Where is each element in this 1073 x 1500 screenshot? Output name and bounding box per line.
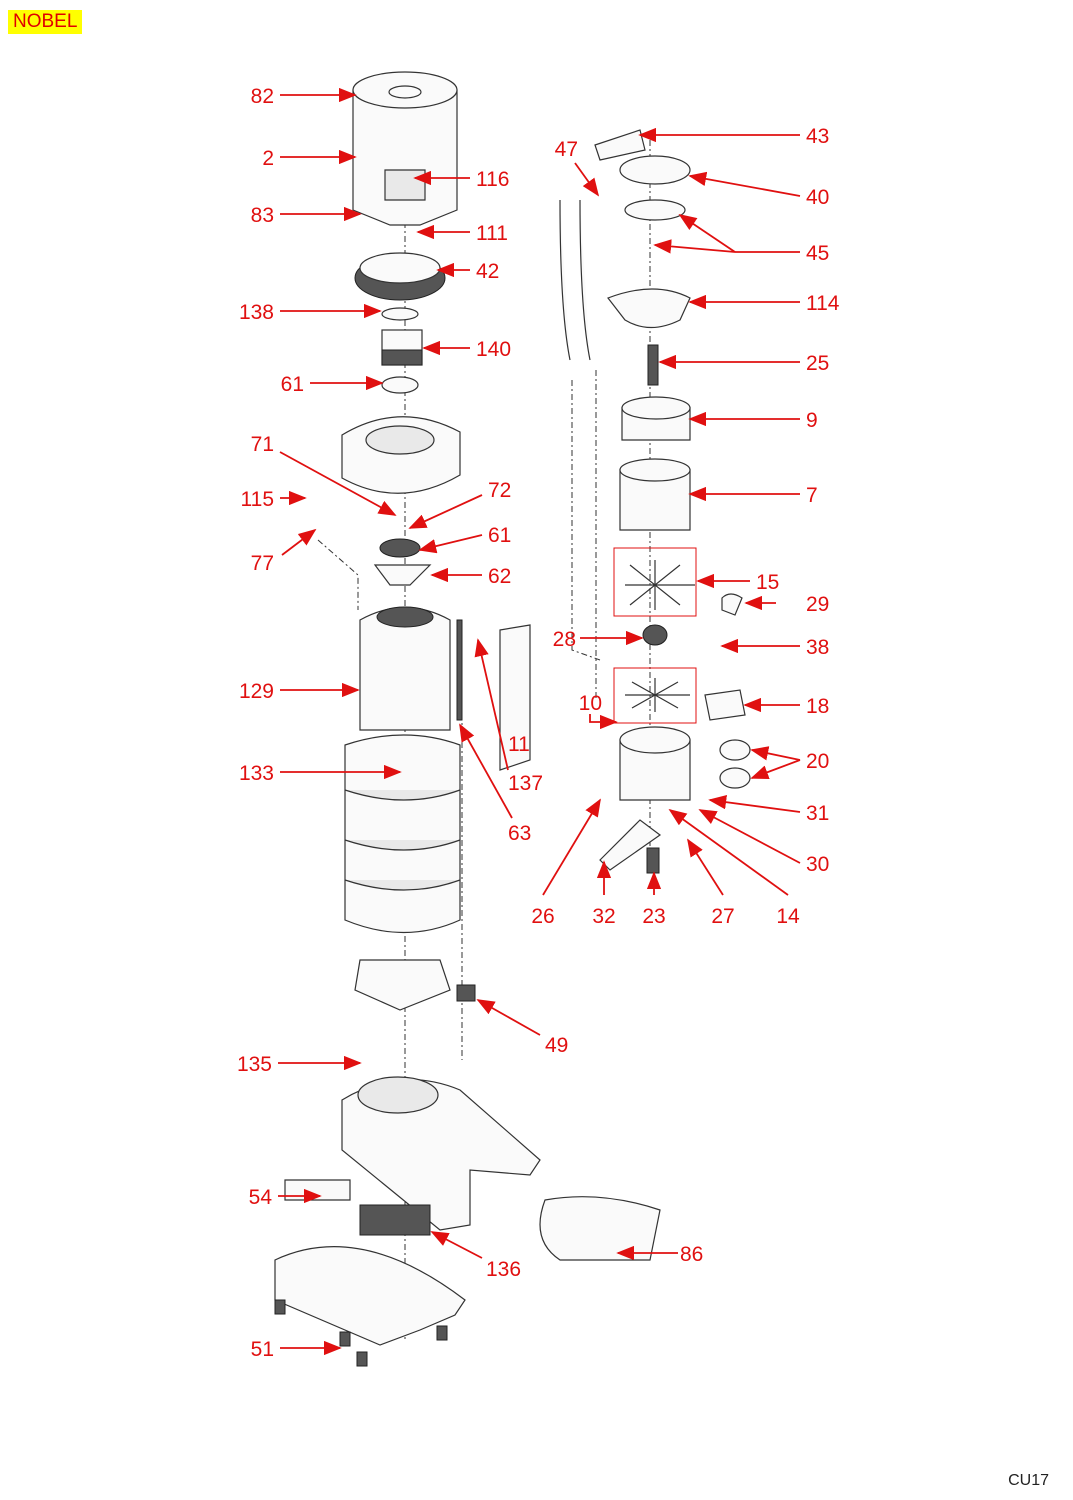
switch-49-part: [456, 984, 476, 1002]
callout-20: 20: [806, 750, 829, 773]
callout-38: 38: [806, 636, 829, 659]
callout-133: 133: [239, 762, 274, 785]
callout-28: 28: [553, 628, 576, 651]
callout-43: 43: [806, 125, 829, 148]
lid-40: [619, 155, 691, 185]
callout-63: 63: [508, 822, 531, 845]
brand-label: NOBEL: [8, 10, 83, 34]
gear-ring-part: [354, 252, 446, 301]
callout-135: 135: [237, 1053, 272, 1076]
capacitor-54-part: [284, 1179, 351, 1201]
chute-137: [499, 624, 531, 771]
callout-25: 25: [806, 352, 829, 375]
callout-114: 114: [806, 292, 840, 315]
spring-28: [642, 624, 668, 646]
bracket-43-part: [594, 129, 646, 161]
callout-115: 115: [241, 488, 274, 511]
callout-71: 71: [251, 433, 274, 456]
callout-140: 140: [476, 338, 511, 361]
motor-129: [359, 606, 451, 731]
star-15: [625, 560, 695, 610]
callout-116: 116: [476, 168, 509, 191]
callout-42: 42: [476, 260, 499, 283]
box-15: [613, 547, 697, 617]
cup-114: [607, 288, 691, 329]
board-136-part: [359, 1204, 431, 1236]
hopper-part: [352, 71, 458, 226]
housing-part: [341, 416, 461, 494]
ring-61: [381, 376, 419, 394]
tray-86-part: [539, 1196, 661, 1261]
callout-111: 111: [476, 222, 508, 245]
base-plate-part: [354, 959, 451, 1011]
ring-138: [381, 307, 419, 321]
page-code: CU17: [1008, 1472, 1049, 1489]
callout-26: 26: [531, 905, 554, 928]
callout-54: 54: [249, 1186, 273, 1209]
star-10: [625, 678, 690, 712]
callout-14: 14: [776, 905, 800, 928]
rod-63: [456, 619, 463, 721]
ring-45: [624, 199, 686, 221]
leader-lines: [278, 87, 801, 1356]
callout-11: 11: [508, 733, 530, 756]
callout-137: 137: [508, 772, 543, 795]
callout-7: 7: [806, 484, 818, 507]
callout-27: 27: [711, 905, 734, 928]
callout-72: 72: [488, 479, 511, 502]
callout-86: 86: [680, 1243, 703, 1266]
knob-20a: [719, 739, 751, 761]
callout-30: 30: [806, 853, 829, 876]
base-part: [341, 1076, 541, 1231]
sleeve-7: [619, 458, 691, 531]
callout-83: 83: [251, 204, 274, 227]
callout-23: 23: [642, 905, 665, 928]
callout-77: 77: [251, 552, 274, 575]
callout-32: 32: [592, 905, 615, 928]
pin-23: [646, 847, 660, 874]
knob-20b: [719, 767, 751, 789]
callout-15: 15: [756, 571, 779, 594]
callout-29: 29: [806, 593, 829, 616]
callout-51: 51: [251, 1338, 274, 1361]
callout-129: 129: [239, 680, 274, 703]
box-10: [613, 667, 697, 724]
shell-29: [721, 593, 743, 616]
bottom-plate-part: [274, 1246, 466, 1346]
wires-part: [559, 199, 591, 361]
chamber-14: [619, 726, 691, 801]
callout-45: 45: [806, 242, 829, 265]
callout-labels: 82 2 116 83 111 42 138 140 61 71 72 115 …: [237, 85, 840, 1361]
callout-31: 31: [806, 802, 829, 825]
bracket-18: [704, 689, 746, 721]
shaft-25: [647, 344, 659, 386]
callout-49: 49: [545, 1034, 568, 1057]
callout-10: 10: [579, 692, 602, 715]
callout-82: 82: [251, 85, 274, 108]
impeller-62: [373, 538, 432, 586]
callout-2: 2: [262, 147, 274, 170]
callout-61: 61: [281, 373, 304, 396]
cylinder-9: [621, 396, 691, 441]
callout-9: 9: [806, 409, 818, 432]
callout-61b: 61: [488, 524, 511, 547]
callout-47: 47: [555, 138, 578, 161]
callout-40: 40: [806, 186, 829, 209]
callout-62: 62: [488, 565, 511, 588]
callout-138: 138: [239, 301, 274, 324]
callout-18: 18: [806, 695, 829, 718]
burr-140: [381, 329, 423, 366]
callout-136: 136: [486, 1258, 521, 1281]
body-shell: [344, 734, 461, 934]
feet-51: [274, 1299, 448, 1367]
